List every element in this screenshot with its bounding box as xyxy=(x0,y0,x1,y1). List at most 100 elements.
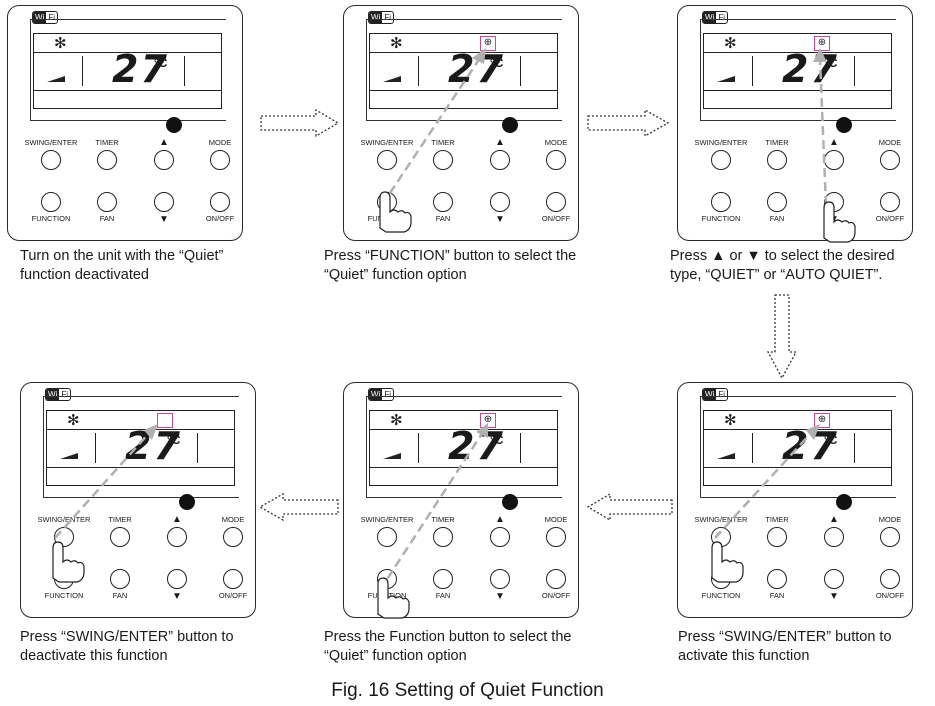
temperature-unit: °C xyxy=(824,433,838,447)
snowflake-icon: ✻ xyxy=(390,35,403,52)
fan-speed-icon xyxy=(60,453,78,459)
button-label-top-1: SWING/ENTER xyxy=(37,515,91,524)
button-label-bottom-2: FAN xyxy=(769,591,785,600)
button-label-bottom-4: ON/OFF xyxy=(541,214,571,223)
flow-arrow-right-1 xyxy=(260,108,340,138)
lcd-screen: ✻ 27 °C xyxy=(33,33,222,109)
remote-button-bottom-2[interactable] xyxy=(767,192,787,212)
hand-icon-step6 xyxy=(711,541,744,583)
button-label-top-1: SWING/ENTER xyxy=(694,515,748,524)
remote-button-top-4[interactable] xyxy=(880,527,900,547)
button-label-bottom-4: ON/OFF xyxy=(875,214,905,223)
remote-button-top-4[interactable] xyxy=(546,150,566,170)
step-1-caption: Turn on the unit with the “Quiet”functio… xyxy=(20,248,224,283)
remote-button-bottom-4[interactable] xyxy=(880,569,900,589)
remote-button-bottom-2[interactable] xyxy=(433,569,453,589)
remote-button-bottom-3[interactable] xyxy=(824,569,844,589)
up-arrow-icon: ▲ xyxy=(829,514,839,525)
remote-button-top-3[interactable] xyxy=(490,527,510,547)
button-label-top-4: MODE xyxy=(208,138,232,147)
down-arrow-icon: ▼ xyxy=(495,214,505,225)
remote-button-top-3[interactable] xyxy=(824,527,844,547)
remote-button-bottom-1[interactable] xyxy=(711,192,731,212)
temperature-display: 27 xyxy=(448,424,505,468)
remote-button-bottom-3[interactable] xyxy=(154,192,174,212)
pointer-head-step5 xyxy=(476,423,488,438)
remote-button-top-2[interactable] xyxy=(767,527,787,547)
button-label-top-2: TIMER xyxy=(765,138,789,147)
remote-button-top-4[interactable] xyxy=(210,150,230,170)
remote-button-top-2[interactable] xyxy=(433,150,453,170)
remote-button-top-2[interactable] xyxy=(767,150,787,170)
remote-button-bottom-3[interactable] xyxy=(167,569,187,589)
remote-button-bottom-2[interactable] xyxy=(433,192,453,212)
indicator-knob xyxy=(836,494,852,510)
button-label-top-4: MODE xyxy=(544,138,568,147)
pointer-line-step6 xyxy=(714,431,813,539)
button-label-bottom-2: FAN xyxy=(769,214,785,223)
remote-button-top-2[interactable] xyxy=(110,527,130,547)
quiet-mode-icon: ⊕ xyxy=(814,36,830,51)
remote-button-bottom-2[interactable] xyxy=(110,569,130,589)
button-label-bottom-1: FUNCTION xyxy=(31,214,71,223)
screen-frame xyxy=(366,19,562,121)
button-label-bottom-4: ON/OFF xyxy=(541,591,571,600)
lcd-screen: ✻ ⊕ 27 °C xyxy=(369,410,558,486)
remote-button-top-3[interactable] xyxy=(490,150,510,170)
temperature-unit: °C xyxy=(167,433,181,447)
remote-button-top-4[interactable] xyxy=(546,527,566,547)
remote-button-bottom-4[interactable] xyxy=(880,192,900,212)
remote-button-top-1[interactable] xyxy=(711,150,731,170)
screen-frame xyxy=(30,19,226,121)
remote-button-bottom-2[interactable] xyxy=(767,569,787,589)
up-arrow-icon: ▲ xyxy=(159,137,169,148)
remote-button-top-4[interactable] xyxy=(880,150,900,170)
remote-button-bottom-3[interactable] xyxy=(490,192,510,212)
remote-button-top-3[interactable] xyxy=(167,527,187,547)
pointer-head-step2 xyxy=(472,48,486,64)
figure-caption: Fig. 16 Setting of Quiet Function xyxy=(331,680,604,701)
snowflake-icon: ✻ xyxy=(724,412,737,429)
button-label-bottom-2: FAN xyxy=(435,591,451,600)
flow-arrow-right-2 xyxy=(587,108,670,138)
remote-button-top-3[interactable] xyxy=(154,150,174,170)
down-arrow-icon: ▼ xyxy=(159,214,169,225)
remote-button-top-1[interactable] xyxy=(377,150,397,170)
remote-button-top-2[interactable] xyxy=(433,527,453,547)
down-arrow-icon: ▼ xyxy=(495,591,505,602)
button-label-top-2: TIMER xyxy=(431,515,455,524)
indicator-knob xyxy=(179,494,195,510)
quiet-mode-empty-box xyxy=(157,413,173,428)
indicator-knob xyxy=(502,494,518,510)
snowflake-icon: ✻ xyxy=(54,35,67,52)
remote-button-bottom-4[interactable] xyxy=(223,569,243,589)
remote-button-top-2[interactable] xyxy=(97,150,117,170)
remote-button-bottom-4[interactable] xyxy=(546,569,566,589)
up-arrow-icon: ▲ xyxy=(172,514,182,525)
button-label-bottom-4: ON/OFF xyxy=(218,591,248,600)
button-label-top-4: MODE xyxy=(878,138,902,147)
remote-button-bottom-1[interactable] xyxy=(41,192,61,212)
button-label-bottom-4: ON/OFF xyxy=(205,214,235,223)
remote-button-bottom-4[interactable] xyxy=(210,192,230,212)
button-label-top-4: MODE xyxy=(878,515,902,524)
remote-button-bottom-2[interactable] xyxy=(97,192,117,212)
lcd-screen: ✻ ⊕ 27 °C xyxy=(703,33,892,109)
remote-button-bottom-4[interactable] xyxy=(546,192,566,212)
screen-frame xyxy=(700,19,896,121)
quiet-mode-icon: ⊕ xyxy=(480,36,496,51)
snowflake-icon: ✻ xyxy=(67,412,80,429)
fan-speed-icon xyxy=(717,76,735,82)
remote-button-bottom-3[interactable] xyxy=(490,569,510,589)
flow-arrow-down xyxy=(766,294,798,380)
quiet-mode-icon: ⊕ xyxy=(814,413,830,428)
remote-button-top-1[interactable] xyxy=(377,527,397,547)
remote-button-top-1[interactable] xyxy=(41,150,61,170)
fan-speed-icon xyxy=(383,453,401,459)
remote-button-top-4[interactable] xyxy=(223,527,243,547)
